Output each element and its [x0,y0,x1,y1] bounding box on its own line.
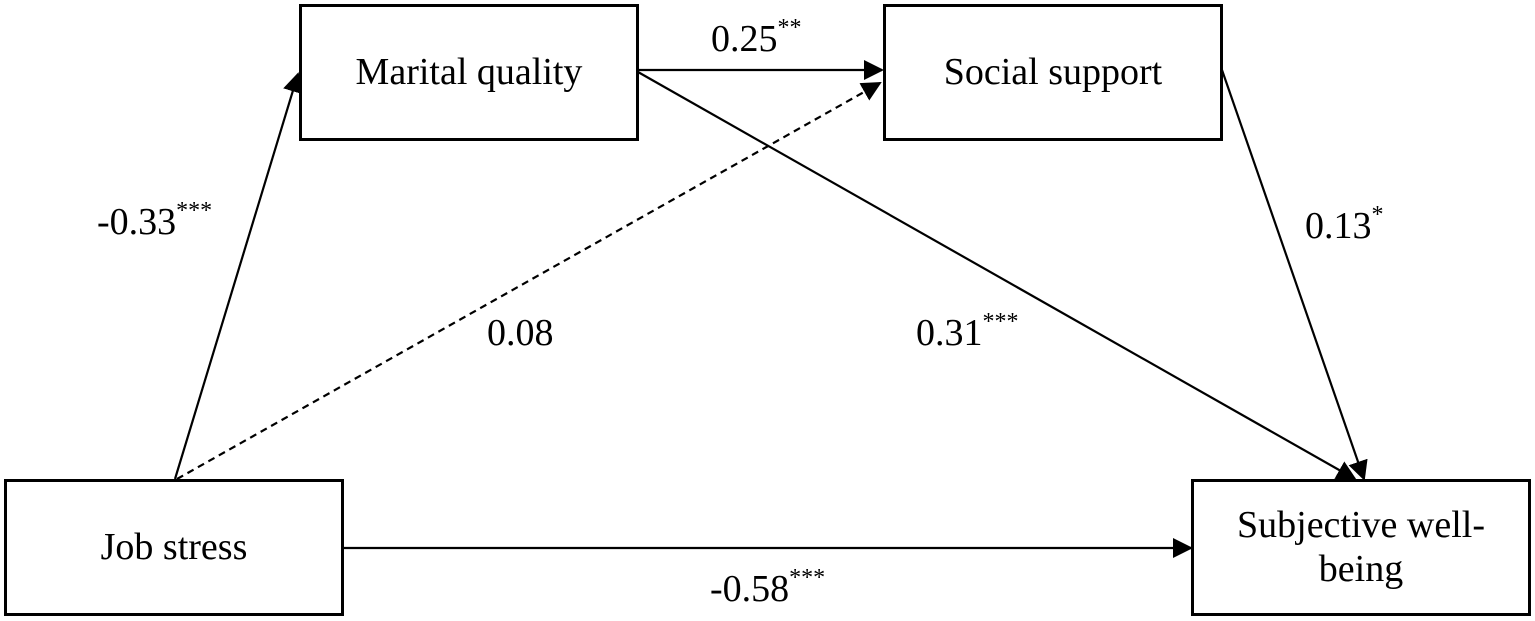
node-label: Social support [943,50,1163,93]
coef-value: 0.13 [1305,205,1372,247]
significance-stars: *** [982,309,1019,335]
node-subjective-wellbeing: Subjective well- being [1191,479,1531,616]
node-job-stress: Job stress [4,479,344,616]
coef-value: 0.31 [916,312,983,354]
coef-value: -0.33 [97,201,177,243]
coef-js-to-mq: -0.33*** [97,199,212,243]
coef-value: 0.25 [711,18,778,60]
coef-js-to-swb: -0.58*** [710,566,825,610]
coef-ss-to-swb: 0.13* [1305,203,1384,247]
arrow-ss-to-swb [1220,69,1368,481]
arrow-js-to-ss-dashed [176,82,882,480]
node-social-support: Social support [883,4,1223,141]
coef-js-to-ss: 0.08 [487,314,554,352]
significance-stars: * [1371,202,1384,228]
arrow-mq-to-swb [637,71,1357,480]
coef-mq-to-ss: 0.25** [711,16,802,60]
significance-stars: ** [777,15,802,41]
coef-value: -0.58 [710,568,790,610]
significance-stars: *** [176,198,213,224]
significance-stars: *** [789,565,826,591]
node-label: Job stress [100,525,248,568]
node-label-line2: being [1318,547,1404,590]
node-label: Marital quality [355,50,583,93]
arrow-js-to-mq [173,72,303,480]
node-label-line1: Subjective well- [1237,503,1485,546]
coef-mq-to-swb: 0.31*** [916,310,1019,354]
node-marital-quality: Marital quality [299,4,639,141]
coef-value: 0.08 [487,312,554,354]
